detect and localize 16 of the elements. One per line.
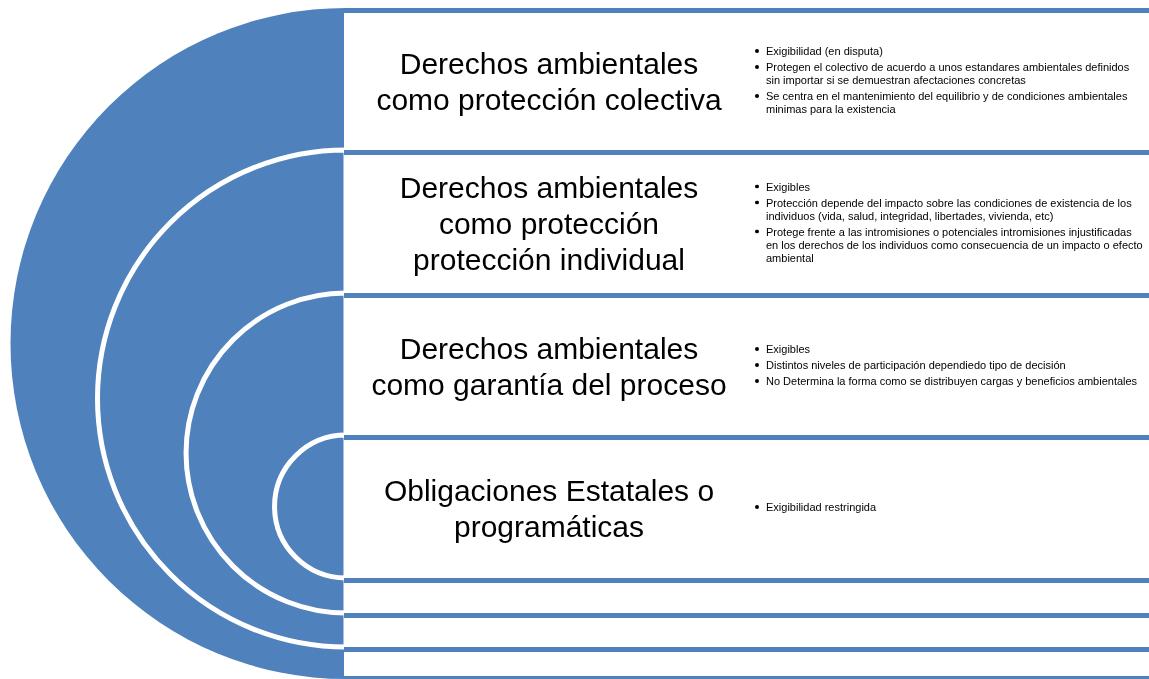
- bullet-point: Exigibles: [766, 180, 812, 194]
- band-heading: Derechos ambientales como protección protección individual: [398, 170, 700, 278]
- bullet-point: Protege frente a las intromisiones o potenciales intromisiones injustificadas en los derechos de los individuos como consecuencia de un impacto o efecto ambiental: [766, 225, 1144, 265]
- bullet-point: Exigibilidad (en disputa): [766, 44, 884, 58]
- empty-band: [344, 647, 1149, 679]
- band-heading: Derechos ambientales como protección colectiva: [375, 45, 723, 118]
- bullet-point: Distintos niveles de participación dependiedo tipo de decisión: [766, 358, 1067, 372]
- bullet-point: Exigibilidad restringida: [766, 501, 878, 514]
- bullet-point: Exigibles: [766, 342, 812, 356]
- bullet-point: Se centra en el mantenimiento del equilibrio y de condiciones ambientales minimas para la existencia: [766, 89, 1129, 116]
- band-heading: Derechos ambientales como garantía del proceso: [370, 330, 728, 403]
- bullet-point: No Determina la forma como se distribuyen cargas y beneficios ambientales: [766, 374, 1139, 388]
- text-band: [344, 8, 1149, 150]
- bullet-point: Protegen el colectivo de acuerdo a unos estandares ambientales definidos sin importar si se demuestran afectaciones concretas: [766, 60, 1131, 87]
- band-heading: Obligaciones Estatales o programáticas: [382, 473, 716, 545]
- bullet-point: Protección depende del impacto sobre las condiciones de existencia de los individuos (vida, salud, integridad, libertades, vivienda, etc): [766, 196, 1133, 223]
